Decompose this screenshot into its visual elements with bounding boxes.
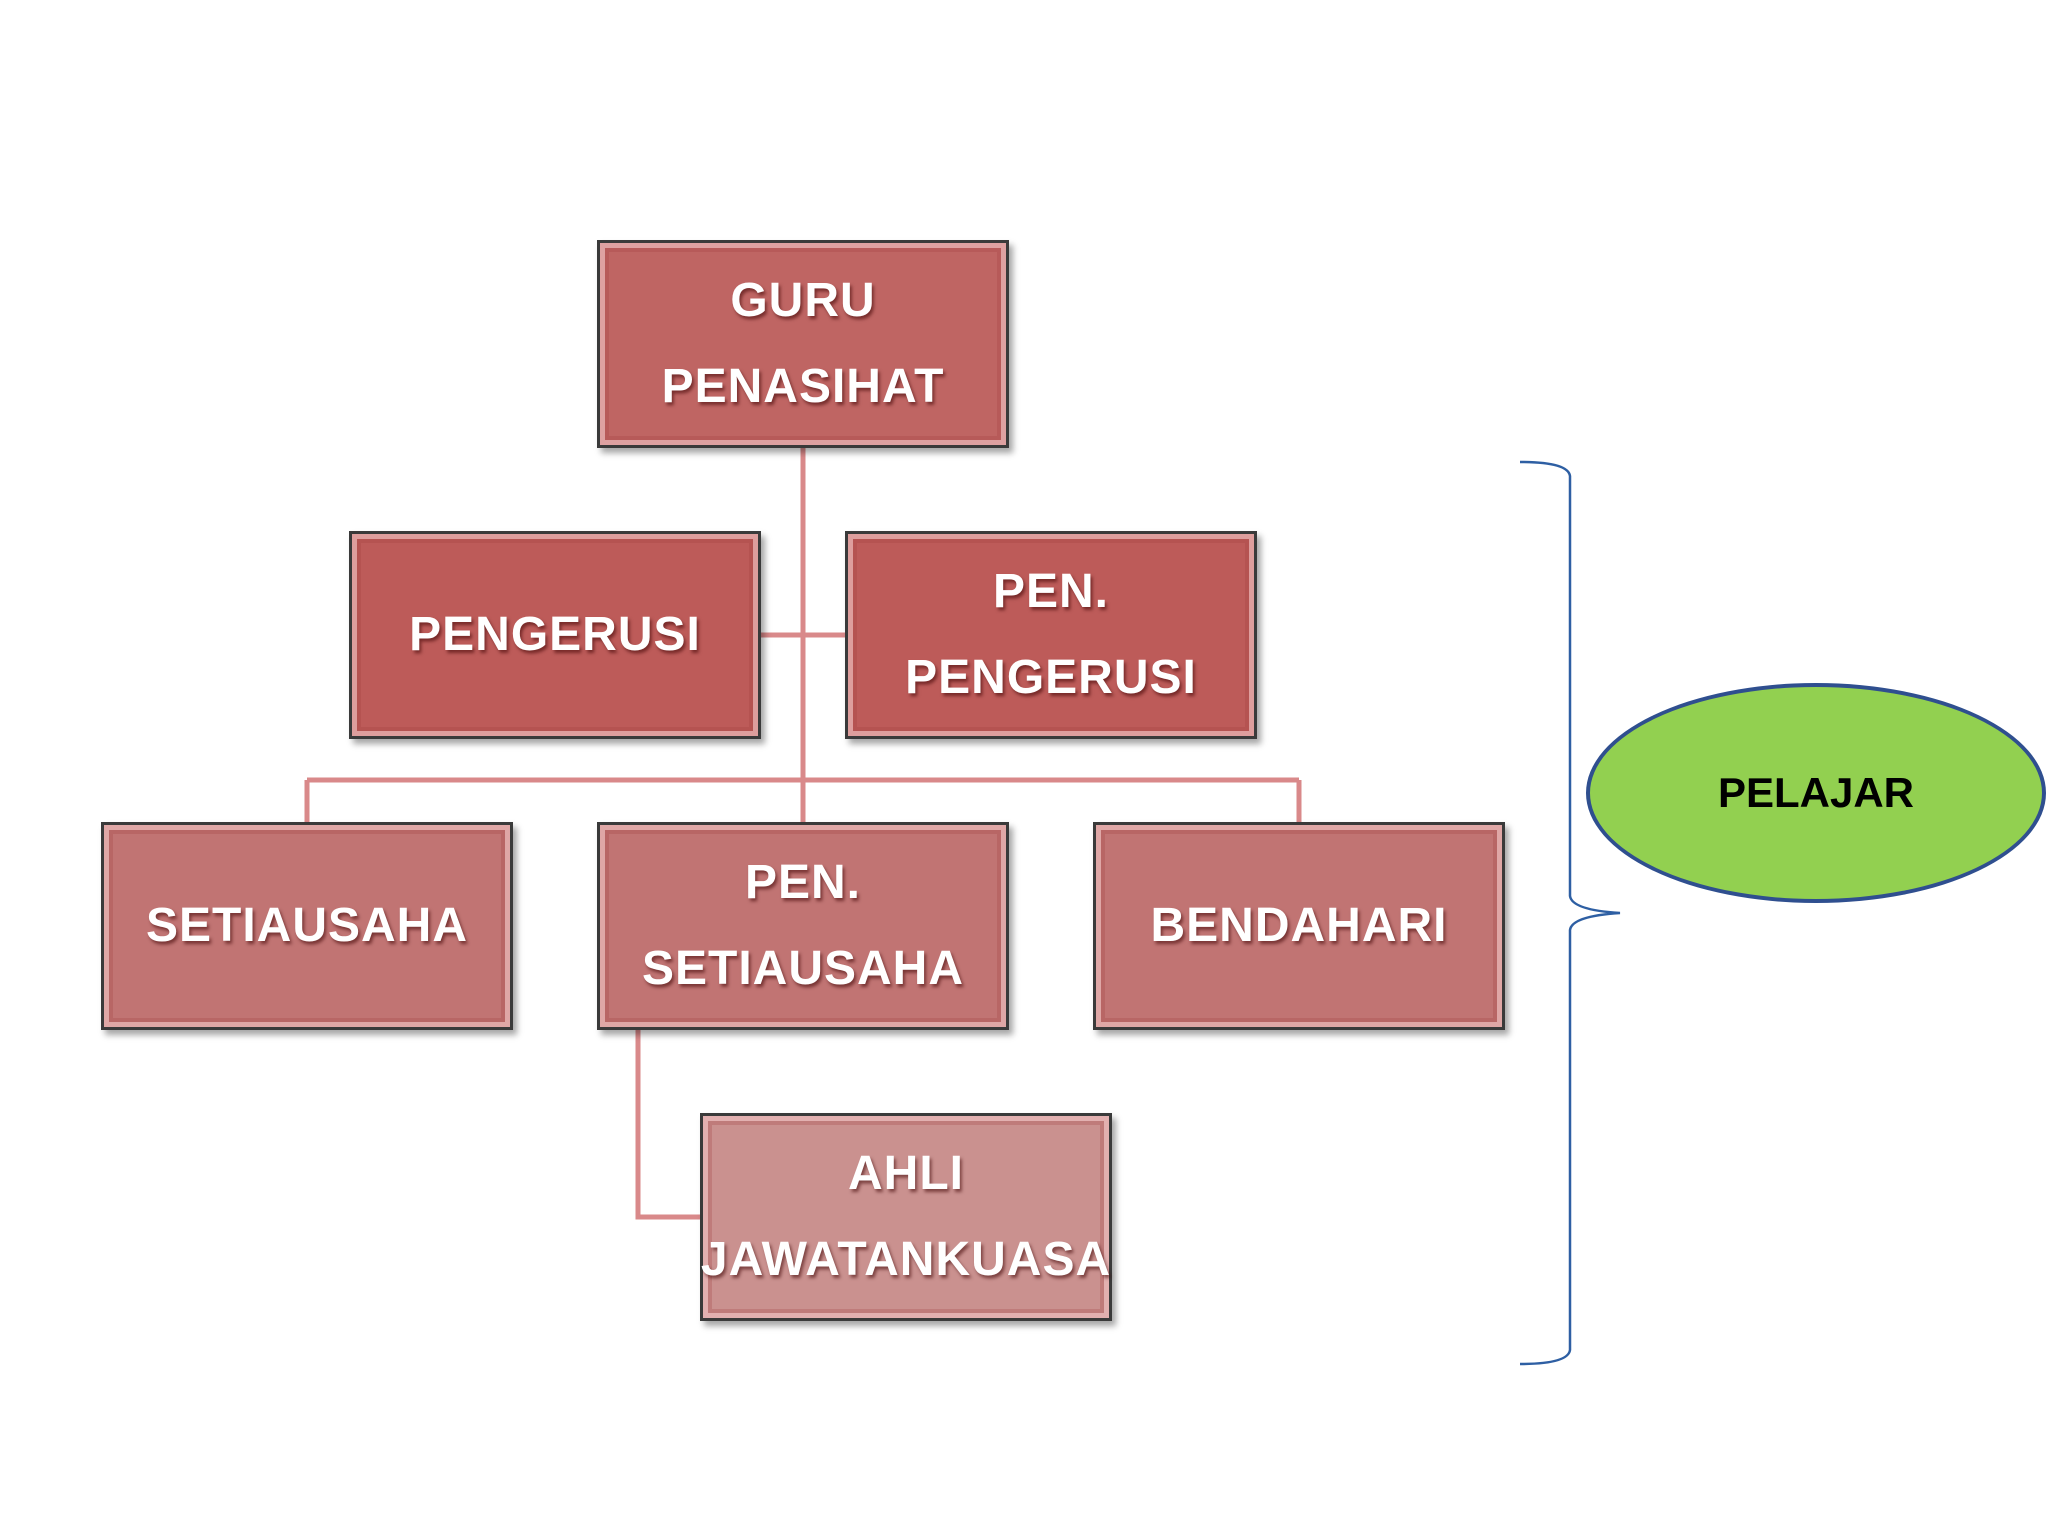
pen-pengerusi-label: PEN. PENGERUSI [905,565,1197,704]
setiausaha-box: SETIAUSAHA [101,822,513,1030]
pen-pengerusi-box: PEN. PENGERUSI [845,531,1257,739]
ahli-jawatankuasa-box: AHLI JAWATANKUASA [700,1113,1112,1321]
pen-setiausaha-label: PEN. SETIAUSAHA [641,856,965,995]
setiausaha-label: SETIAUSAHA [145,899,469,952]
bendahari-box: BENDAHARI [1093,822,1505,1030]
ahli-elbow-connector [635,1030,700,1220]
pelajar-ellipse: PELAJAR [1586,683,2046,903]
pelajar-label: PELAJAR [1717,769,1915,816]
pengerusi-label: PENGERUSI [409,608,701,661]
bendahari-label: BENDAHARI [1150,899,1448,952]
pen-setiausaha-box: PEN. SETIAUSAHA [597,822,1009,1030]
pengerusi-box: PENGERUSI [349,531,761,739]
pelajar-bracket [1519,460,1621,1366]
ahli-jawatankuasa-label: AHLI JAWATANKUASA [700,1147,1112,1286]
guru-penasihat-box: GURU PENASIHAT [597,240,1009,448]
guru-penasihat-label: GURU PENASIHAT [661,274,945,413]
